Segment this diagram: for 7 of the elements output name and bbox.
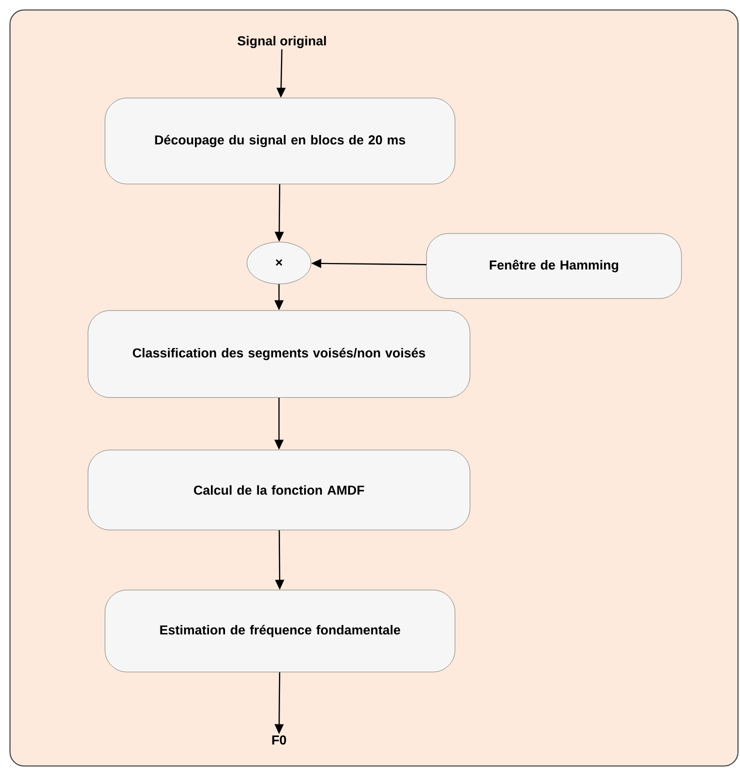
process-box: Fenêtre de Hamming: [426, 233, 682, 299]
terminal-label: Signal original: [238, 36, 326, 48]
process-box: Estimation de fréquence fondamentale: [104, 590, 456, 672]
terminal-label: F0: [272, 735, 286, 745]
process-box: Découpage du signal en blocs de 20 ms: [104, 98, 456, 184]
process-box: Classification des segments voisés/non voisés: [88, 310, 470, 398]
process-box: Calcul de la fonction AMDF: [88, 450, 470, 530]
